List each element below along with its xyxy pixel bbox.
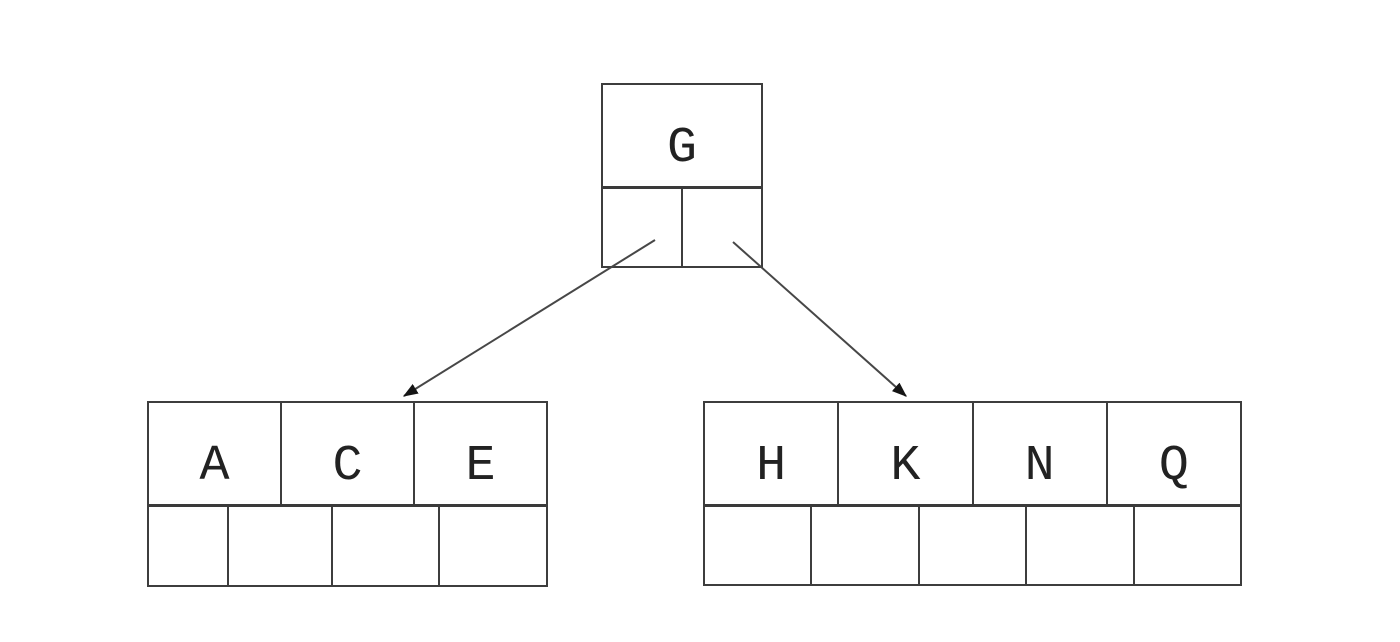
left-child-pointer-cell-3 <box>331 507 437 585</box>
root-pointer-cell-right <box>681 189 761 266</box>
left-child-keys-row: A C E <box>149 403 546 507</box>
root-pointers-row <box>603 189 761 266</box>
left-child-pointer-cell-2 <box>227 507 331 585</box>
right-child-key-cell-h: H <box>756 438 787 495</box>
left-child-pointer-cell-1 <box>149 507 227 585</box>
right-child-pointer-cell-4 <box>1025 507 1132 584</box>
right-child-pointer-cell-2 <box>810 507 917 584</box>
left-child-key-cell-c: C <box>280 403 413 504</box>
root-keys-row: G <box>603 85 761 189</box>
right-child-pointers-row <box>705 507 1240 584</box>
root-key-cell-g: G <box>666 120 697 177</box>
right-child-pointer-cell-1 <box>705 507 810 584</box>
btree-left-child-node: A C E <box>147 401 548 587</box>
left-child-key-cell-a: A <box>199 438 230 495</box>
right-child-keys-row: H K N Q <box>705 403 1240 507</box>
right-child-pointer-cell-3 <box>917 507 1025 584</box>
root-pointer-cell-left <box>603 189 681 266</box>
right-child-key-cell-q: Q <box>1105 403 1240 504</box>
right-child-key-cell-k: K <box>837 403 971 504</box>
btree-root-node: G <box>601 83 763 268</box>
left-child-key-cell-e: E <box>413 403 546 504</box>
right-child-key-cell-n: N <box>971 403 1106 504</box>
left-child-pointers-row <box>149 507 546 585</box>
right-child-pointer-cell-5 <box>1132 507 1240 584</box>
left-child-pointer-cell-4 <box>437 507 546 585</box>
btree-right-child-node: H K N Q <box>703 401 1242 586</box>
